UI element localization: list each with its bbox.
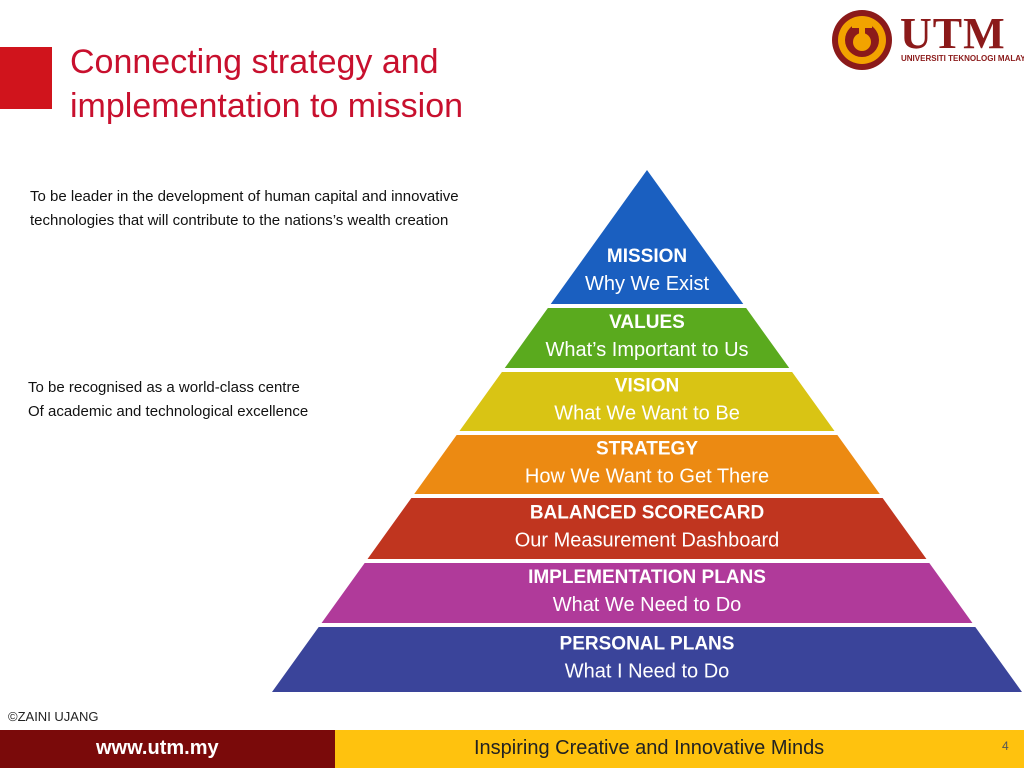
pyramid-level-2-heading: VALUES — [609, 312, 685, 333]
pyramid-level-3-subheading: What We Want to Be — [554, 403, 740, 425]
pyramid-level-1-heading: MISSION — [607, 246, 687, 267]
pyramid-level-7-subheading: What I Need to Do — [565, 661, 730, 683]
utm-crest-icon — [832, 10, 892, 70]
pyramid-level-5-band — [367, 498, 927, 559]
logo-subtitle: UNIVERSITI TEKNOLOGI MALAYSIA — [901, 54, 1024, 63]
footer-tagline: Inspiring Creative and Innovative Minds — [474, 737, 825, 759]
mission-statement-line: technologies that will contribute to the… — [30, 212, 449, 229]
title-accent-bar — [0, 47, 52, 109]
pyramid-level-1-band — [550, 170, 744, 304]
pyramid-level-1-subheading: Why We Exist — [585, 273, 710, 295]
logo-wordmark: UTM — [900, 9, 1006, 58]
pyramid-level-3-band — [459, 372, 835, 431]
vision-statement-line: To be recognised as a world-class centre — [28, 379, 300, 396]
vision-statement: To be recognised as a world-class centre… — [28, 376, 388, 424]
pyramid-level-4-heading: STRATEGY — [596, 439, 698, 460]
pyramid-level-5-heading: BALANCED SCORECARD — [530, 503, 764, 524]
pyramid-level-5-subheading: Our Measurement Dashboard — [515, 530, 780, 552]
slide-title: Connecting strategy and implementation t… — [70, 43, 464, 125]
pyramid-level-4-band — [414, 435, 880, 494]
vision-statement-line: Of academic and technological excellence — [28, 403, 309, 420]
copyright-notice: ©ZAINI UJANG — [8, 709, 99, 724]
footer-url-link[interactable]: www.utm.my — [96, 737, 219, 759]
mission-statement-line: To be leader in the development of human… — [30, 188, 459, 205]
pyramid-level-6-band — [321, 563, 973, 623]
footer-right-band — [335, 730, 1024, 768]
pyramid-level-2-subheading: What’s Important to Us — [545, 339, 748, 361]
pyramid-level-7-band — [272, 627, 1022, 692]
pyramid-level-3-heading: VISION — [615, 376, 679, 397]
pyramid-level-2-band — [504, 308, 790, 368]
pyramid-level-6-heading: IMPLEMENTATION PLANS — [528, 567, 766, 588]
footer-left-band — [0, 730, 335, 768]
pyramid-level-7-heading: PERSONAL PLANS — [560, 634, 735, 655]
pyramid-level-4-subheading: How We Want to Get There — [525, 466, 769, 488]
utm-logo: UTM UNIVERSITI TEKNOLOGI MALAYSIA — [830, 8, 1024, 72]
page-number: 4 — [1002, 739, 1009, 753]
pyramid-level-6-subheading: What We Need to Do — [553, 594, 742, 616]
mission-statement: To be leader in the development of human… — [30, 185, 590, 233]
